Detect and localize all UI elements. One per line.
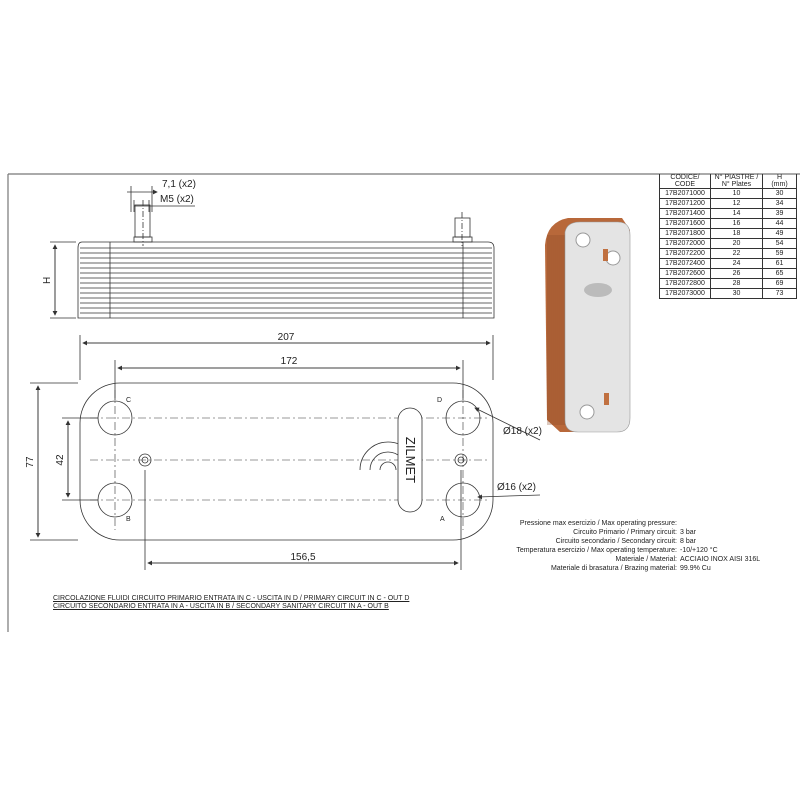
spec-value: 3 bar (680, 529, 696, 536)
spec-label: Pressione max esercizio / Max operating … (519, 520, 677, 527)
spec-label: Circuito Primario / Primary circuit: (573, 529, 677, 536)
port-label-a: A (440, 516, 445, 523)
dim-port-vertical: 42 (55, 454, 66, 466)
cell-code: 17B2072200 (659, 248, 711, 259)
cell-h: 30 (762, 188, 797, 199)
cell-h: 54 (762, 238, 797, 249)
cell-code: 17B2073000 (659, 288, 711, 299)
cell-pl: 10 (710, 188, 763, 199)
spec-label: Temperatura esercizio / Max operating te… (516, 547, 677, 554)
cell-pl: 16 (710, 218, 763, 229)
header-height: H(mm) (762, 174, 797, 189)
cell-code: 17B2071200 (659, 198, 711, 209)
stud-left (134, 204, 151, 238)
cell-pl: 26 (710, 268, 763, 279)
port-label-b: B (126, 516, 131, 523)
dim-overall-length: 207 (278, 332, 295, 343)
cell-h: 49 (762, 228, 797, 239)
dim-overall-width: 77 (25, 456, 36, 468)
cell-h: 59 (762, 248, 797, 259)
spec-row: Materiale / Material:ACCIAIO INOX AISI 3… (505, 555, 775, 564)
circulation-notes: CIRCOLAZIONE FLUIDI CIRCUITO PRIMARIO EN… (53, 595, 409, 611)
cell-h: 61 (762, 258, 797, 269)
cell-pl: 20 (710, 238, 763, 249)
cell-pl: 24 (710, 258, 763, 269)
spec-row: Circuito Primario / Primary circuit:3 ba… (505, 528, 775, 537)
cell-pl: 14 (710, 208, 763, 219)
cell-h: 34 (762, 198, 797, 209)
spec-row: Temperatura esercizio / Max operating te… (505, 546, 775, 555)
cell-code: 17B2072000 (659, 238, 711, 249)
note-secondary: CIRCUITO SECONDARIO ENTRATA IN A - USCIT… (53, 603, 389, 610)
header-plates: N° PIASTRE /N° Plates (710, 174, 763, 189)
spec-value: 99.9% Cu (680, 565, 711, 572)
cell-code: 17B2071000 (659, 188, 711, 199)
code-table: CODICE/CODE N° PIASTRE /N° Plates H(mm) … (659, 174, 797, 299)
dim-stud: 7,1 (x2) (162, 179, 196, 190)
cell-code: 17B2071400 (659, 208, 711, 219)
side-view (50, 186, 495, 319)
cell-pl: 30 (710, 288, 763, 299)
specifications: Pressione max esercizio / Max operating … (505, 519, 775, 573)
cell-h: 69 (762, 278, 797, 289)
cell-h: 39 (762, 208, 797, 219)
product-3d-image (545, 218, 631, 433)
dim-height: H (42, 277, 53, 284)
note-primary: CIRCOLAZIONE FLUIDI CIRCUITO PRIMARIO EN… (53, 595, 410, 602)
spec-label: Circuito secondario / Secondary circuit: (555, 538, 677, 545)
cell-pl: 28 (710, 278, 763, 289)
spec-row: Circuito secondario / Secondary circuit:… (505, 537, 775, 546)
cell-code: 17B2071800 (659, 228, 711, 239)
spec-label: Materiale / Material: (615, 556, 677, 563)
dim-port-spacing: 172 (281, 356, 298, 367)
spec-label: Materiale di brasatura / Brazing materia… (550, 565, 677, 572)
spec-row: Pressione max esercizio / Max operating … (505, 519, 775, 528)
spec-value: 8 bar (680, 538, 696, 545)
dim-thread: M5 (x2) (160, 194, 194, 205)
spec-value: ACCIAIO INOX AISI 316L (680, 556, 761, 563)
zilmet-logo: ZILMET (403, 437, 418, 483)
cell-code: 17B2072800 (659, 278, 711, 289)
stud-right (454, 217, 471, 238)
dim-port-d16: Ø16 (x2) (497, 482, 536, 493)
cell-pl: 18 (710, 228, 763, 239)
cell-code: 17B2072600 (659, 268, 711, 279)
header-code: CODICE/CODE (659, 174, 711, 189)
cell-pl: 22 (710, 248, 763, 259)
dim-port-d18: Ø18 (x2) (503, 426, 542, 437)
cell-h: 73 (762, 288, 797, 299)
port-label-d: D (437, 397, 442, 404)
cell-code: 17B2071600 (659, 218, 711, 229)
dim-stud-spacing: 156,5 (290, 552, 315, 563)
plan-view (30, 335, 541, 570)
spec-row: Materiale di brasatura / Brazing materia… (505, 564, 775, 573)
cell-pl: 12 (710, 198, 763, 209)
cell-h: 44 (762, 218, 797, 229)
port-label-c: C (126, 397, 131, 404)
cell-code: 17B2072400 (659, 258, 711, 269)
cell-h: 65 (762, 268, 797, 279)
spec-value: -10/+120 °C (680, 547, 718, 554)
